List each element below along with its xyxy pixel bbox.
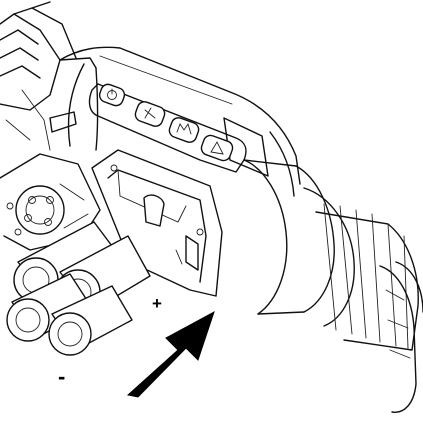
scope-main-housing <box>59 46 301 197</box>
battery-door[interactable] <box>0 153 101 251</box>
battery-pack <box>6 221 151 356</box>
battery-cell-3 <box>6 273 93 342</box>
eyepiece <box>243 159 423 413</box>
positive-terminal-label: + <box>152 294 162 313</box>
insertion-arrow-icon <box>126 310 215 398</box>
mode-button[interactable] <box>167 116 200 144</box>
eyecup <box>379 261 423 413</box>
battery-cell-4 <box>48 285 133 356</box>
menu-button[interactable] <box>133 100 166 128</box>
power-button[interactable] <box>98 82 127 107</box>
negative-terminal-label: - <box>58 364 66 389</box>
control-panel <box>88 82 247 173</box>
up-button[interactable] <box>199 133 234 162</box>
scope-rear-section <box>0 1 97 151</box>
